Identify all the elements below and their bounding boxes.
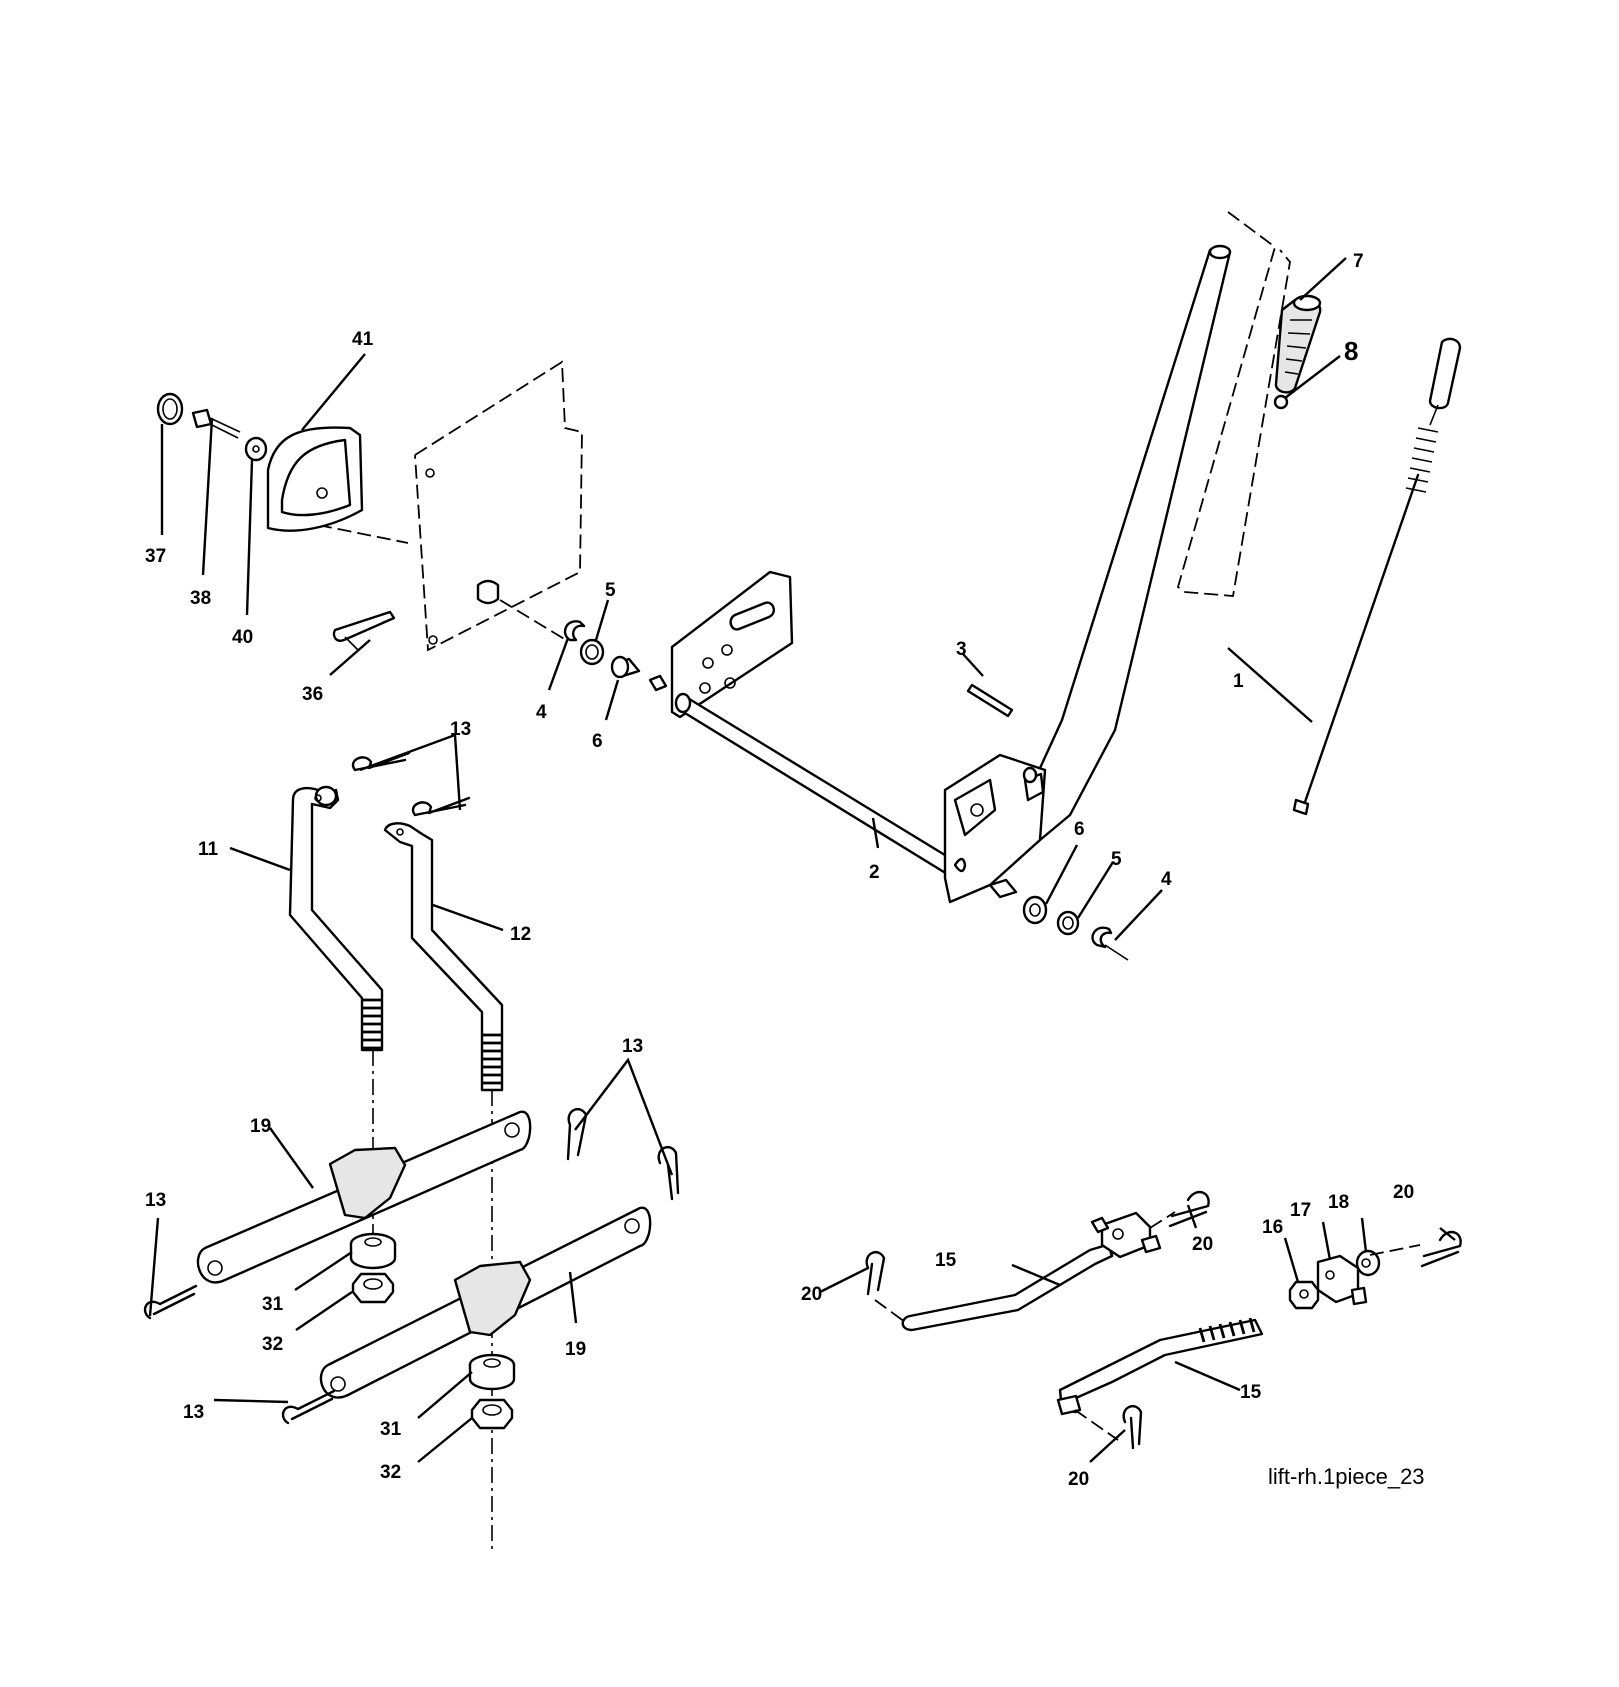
callout-4-left: 4 xyxy=(536,702,547,723)
callout-31-upper: 31 xyxy=(262,1294,284,1315)
connection-lines xyxy=(874,1211,1421,1441)
part-19-lift-arm-lower xyxy=(319,1206,652,1399)
callout-32-lower: 32 xyxy=(380,1462,401,1483)
callout-18: 18 xyxy=(1328,1192,1349,1213)
diagram-caption: lift-rh.1piece_23 xyxy=(1268,1464,1425,1489)
part-31-bushing-upper xyxy=(349,1232,397,1270)
grip-extension-outline xyxy=(1176,211,1291,597)
callout-17: 17 xyxy=(1290,1200,1311,1221)
part-38-bolt xyxy=(191,408,241,439)
part-8-plug xyxy=(1273,394,1289,410)
part-32-nut-lower xyxy=(470,1398,514,1430)
part-4-clip-right xyxy=(1091,926,1129,961)
part-16-nut xyxy=(1288,1280,1320,1310)
part-2-cross-shaft xyxy=(674,692,960,879)
part-15-rod-upper xyxy=(901,1211,1162,1332)
callout-20-bottom: 20 xyxy=(1068,1469,1089,1490)
callout-2: 2 xyxy=(869,862,880,883)
part-6-bushing-right xyxy=(988,878,1048,925)
part-18-nut xyxy=(1355,1249,1381,1277)
callout-38: 38 xyxy=(190,588,211,609)
callout-15-upper: 15 xyxy=(935,1250,957,1271)
callout-13-top: 13 xyxy=(450,719,471,740)
part-6-bushing-left xyxy=(610,655,668,692)
part-15-rod-lower xyxy=(1056,1317,1264,1416)
part-17-block xyxy=(1316,1254,1368,1306)
callout-7: 7 xyxy=(1353,251,1364,272)
callout-20-right: 20 xyxy=(1393,1182,1414,1203)
callout-41: 41 xyxy=(352,329,374,350)
callout-36: 36 xyxy=(302,684,323,705)
part-40-washer xyxy=(244,436,268,462)
part-41-quadrant xyxy=(266,426,364,532)
mounting-bracket xyxy=(670,570,794,719)
callout-19-upper: 19 xyxy=(250,1116,271,1137)
part-3-pin xyxy=(966,683,1014,718)
callout-16: 16 xyxy=(1262,1217,1283,1238)
part-4-clip-left xyxy=(563,620,586,642)
callout-40: 40 xyxy=(232,627,253,648)
callout-8: 8 xyxy=(1344,336,1358,366)
part-5-washer-right xyxy=(1056,910,1080,936)
callout-5-left: 5 xyxy=(605,580,616,601)
leader-lines xyxy=(148,257,1456,1463)
callout-15-lower: 15 xyxy=(1240,1382,1262,1403)
frame-panel xyxy=(317,360,583,652)
lift-handle-lever xyxy=(943,244,1232,904)
callout-labels: 1 2 3 4 4 5 5 6 6 7 8 11 12 13 13 13 13 … xyxy=(145,251,1414,1490)
part-7-grip xyxy=(1274,294,1322,394)
part-11-lift-link xyxy=(288,785,384,1052)
callout-11: 11 xyxy=(198,839,219,860)
callout-37: 37 xyxy=(145,546,166,567)
callout-6-left: 6 xyxy=(592,731,603,752)
callout-1: 1 xyxy=(1233,671,1244,692)
callout-31-lower: 31 xyxy=(380,1419,402,1440)
part-5-washer-left xyxy=(579,638,605,666)
callout-13-right: 13 xyxy=(622,1036,643,1057)
part-31-bushing-lower xyxy=(468,1353,516,1391)
part-19-lift-arm-upper xyxy=(196,1110,532,1284)
callout-12: 12 xyxy=(510,924,531,945)
part-12-lift-link xyxy=(383,822,504,1092)
callout-20-left: 20 xyxy=(801,1284,822,1305)
callout-6-right: 6 xyxy=(1074,819,1085,840)
part-36-clip xyxy=(332,610,396,651)
callout-19-lower: 19 xyxy=(565,1339,586,1360)
callout-32-upper: 32 xyxy=(262,1334,283,1355)
callout-3: 3 xyxy=(956,639,967,660)
part-37-ring xyxy=(156,392,184,426)
part-32-nut-upper xyxy=(351,1272,395,1304)
part-1-lift-rod xyxy=(1292,337,1462,816)
callout-20-upper: 20 xyxy=(1192,1234,1213,1255)
callout-5-right: 5 xyxy=(1111,849,1122,870)
callout-13-left: 13 xyxy=(145,1190,166,1211)
callout-13-bottom: 13 xyxy=(183,1402,204,1423)
callout-4-right: 4 xyxy=(1161,869,1172,890)
